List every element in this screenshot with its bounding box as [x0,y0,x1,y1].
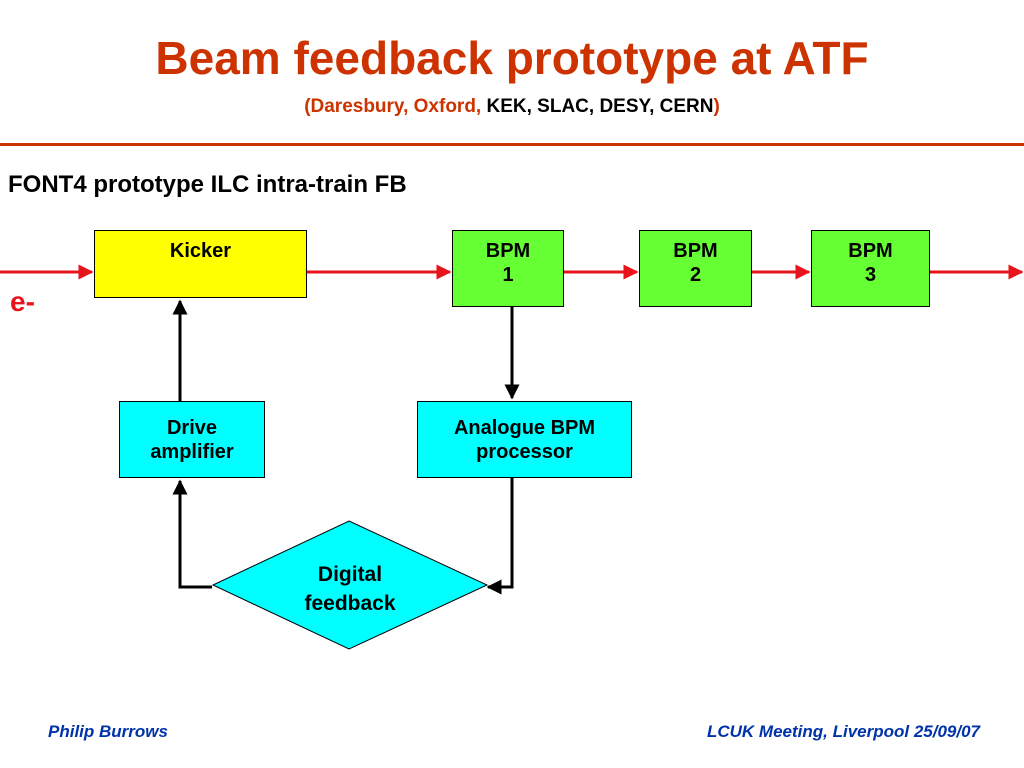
digital-feedback-line2: feedback [304,592,396,615]
signal-digital-to-drive [172,479,212,589]
section-heading: FONT4 prototype ILC intra-train FB [8,171,407,198]
analogue-processor-line2: processor [476,440,573,463]
kicker-label: Kicker [169,240,232,262]
footer-author: Philip Burrows [48,722,168,741]
bpm1-label-line1: BPM [485,240,531,262]
digital-feedback-diamond [211,520,489,650]
slide-subtitle: (Daresbury, Oxford, KEK, SLAC, DESY, CER… [0,95,1024,119]
kicker-box: Kicker [94,230,307,298]
electron-beam-label: e- [10,286,35,317]
digital-feedback-line1: Digital [317,563,383,586]
bpm2-label-line2: 2 [689,264,702,286]
analogue-processor-line1: Analogue BPM [453,416,596,439]
analogue-bpm-processor-box: Analogue BPM processor [417,401,632,478]
drive-amplifier-line1: Drive [166,416,218,439]
subtitle-red-part: (Daresbury, Oxford, [304,96,482,117]
bpm2-label-line1: BPM [673,240,718,262]
subtitle-black-part: KEK, SLAC, DESY, CERN [481,96,714,117]
bpm3-label-line1: BPM [848,240,893,262]
footer-meeting: LCUK Meeting, Liverpool 25/09/07 [706,722,980,741]
bpm2-box: BPM 2 [639,230,752,307]
bpm3-label-line2: 3 [864,264,877,286]
subtitle-close-paren: ) [713,96,720,117]
bpm1-label-line2: 1 [502,264,514,286]
digital-feedback-label: Digital feedback [280,560,420,618]
bpm1-box: BPM 1 [452,230,564,307]
slide-title: Beam feedback prototype at ATF [155,32,869,84]
signal-analogue-to-digital [486,478,514,595]
title-divider [0,143,1024,146]
bpm3-box: BPM 3 [811,230,930,307]
drive-amplifier-box: Drive amplifier [119,401,265,478]
drive-amplifier-line2: amplifier [150,440,234,463]
